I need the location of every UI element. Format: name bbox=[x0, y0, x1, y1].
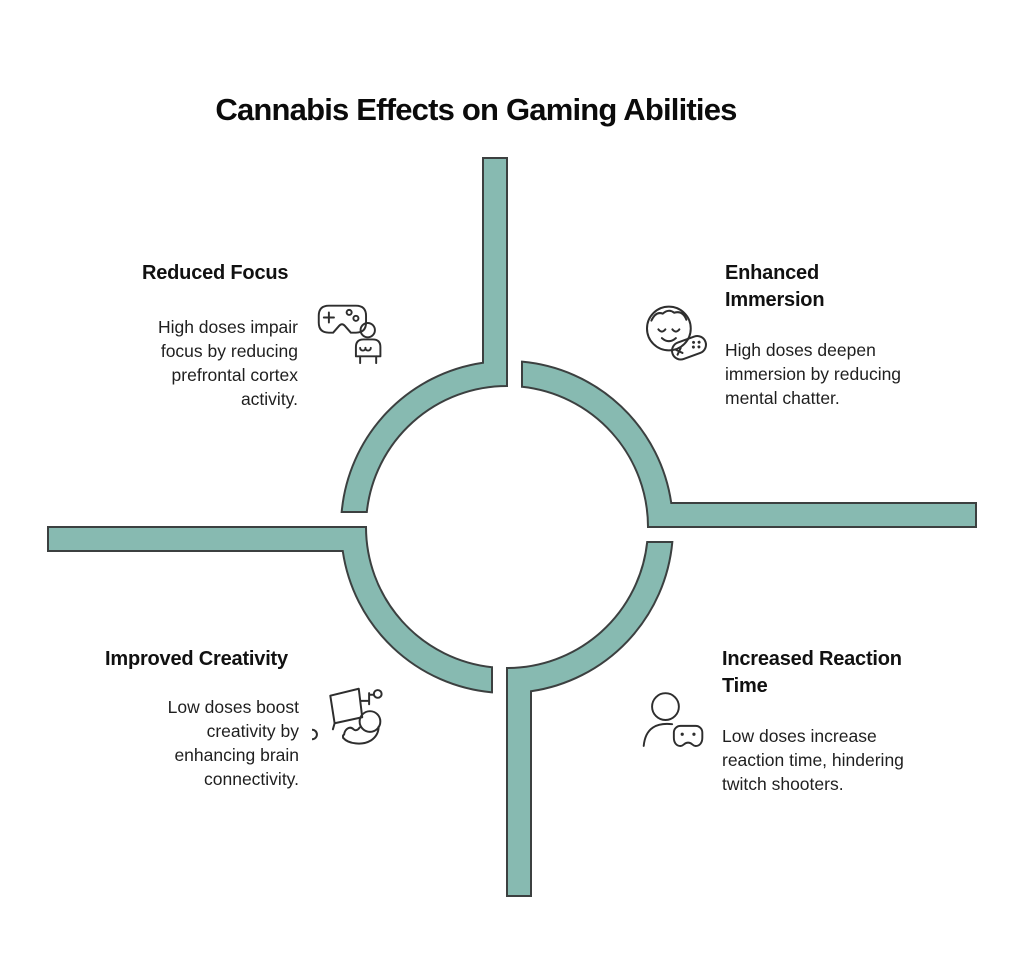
quadrant-heading: Enhanced Immersion bbox=[725, 262, 825, 311]
quadrant-enhanced-immersion: Enhanced Immersion High doses deepen imm… bbox=[725, 260, 955, 410]
quadrant-body: High doses deepen immersion by reducing … bbox=[725, 340, 902, 408]
quadrant-body: High doses impair focus by reducing pref… bbox=[157, 317, 298, 409]
quadrant-heading: Improved Creativity bbox=[105, 648, 288, 670]
quadrant-body: Low doses increase reaction time, hinder… bbox=[722, 726, 904, 794]
person-gamepad-icon bbox=[642, 692, 704, 747]
quadrant-heading: Increased Reaction Time bbox=[722, 648, 902, 697]
quadrant-increased-reaction-time: Increased Reaction Time Low doses increa… bbox=[722, 646, 952, 796]
page-title: Cannabis Effects on Gaming Abilities bbox=[215, 91, 737, 127]
happy-face-gamepad-icon bbox=[645, 305, 707, 361]
canvas-node-hand-icon bbox=[312, 687, 383, 745]
arm-arc-bottom-right bbox=[506, 541, 674, 897]
arm-arc-bottom-left bbox=[47, 526, 493, 694]
arm-arc-top-right bbox=[521, 360, 977, 528]
arm-arc-top-left bbox=[340, 157, 508, 513]
quadrant-improved-creativity: Improved Creativity Low doses boost crea… bbox=[70, 646, 299, 791]
quadrant-heading: Reduced Focus bbox=[142, 262, 289, 284]
quadrant-body: Low doses boost creativity by enhancing … bbox=[167, 697, 299, 789]
gamepad-sitting-person-icon bbox=[317, 304, 382, 365]
quadrant-reduced-focus: Reduced Focus High doses impair focus by… bbox=[142, 260, 298, 411]
